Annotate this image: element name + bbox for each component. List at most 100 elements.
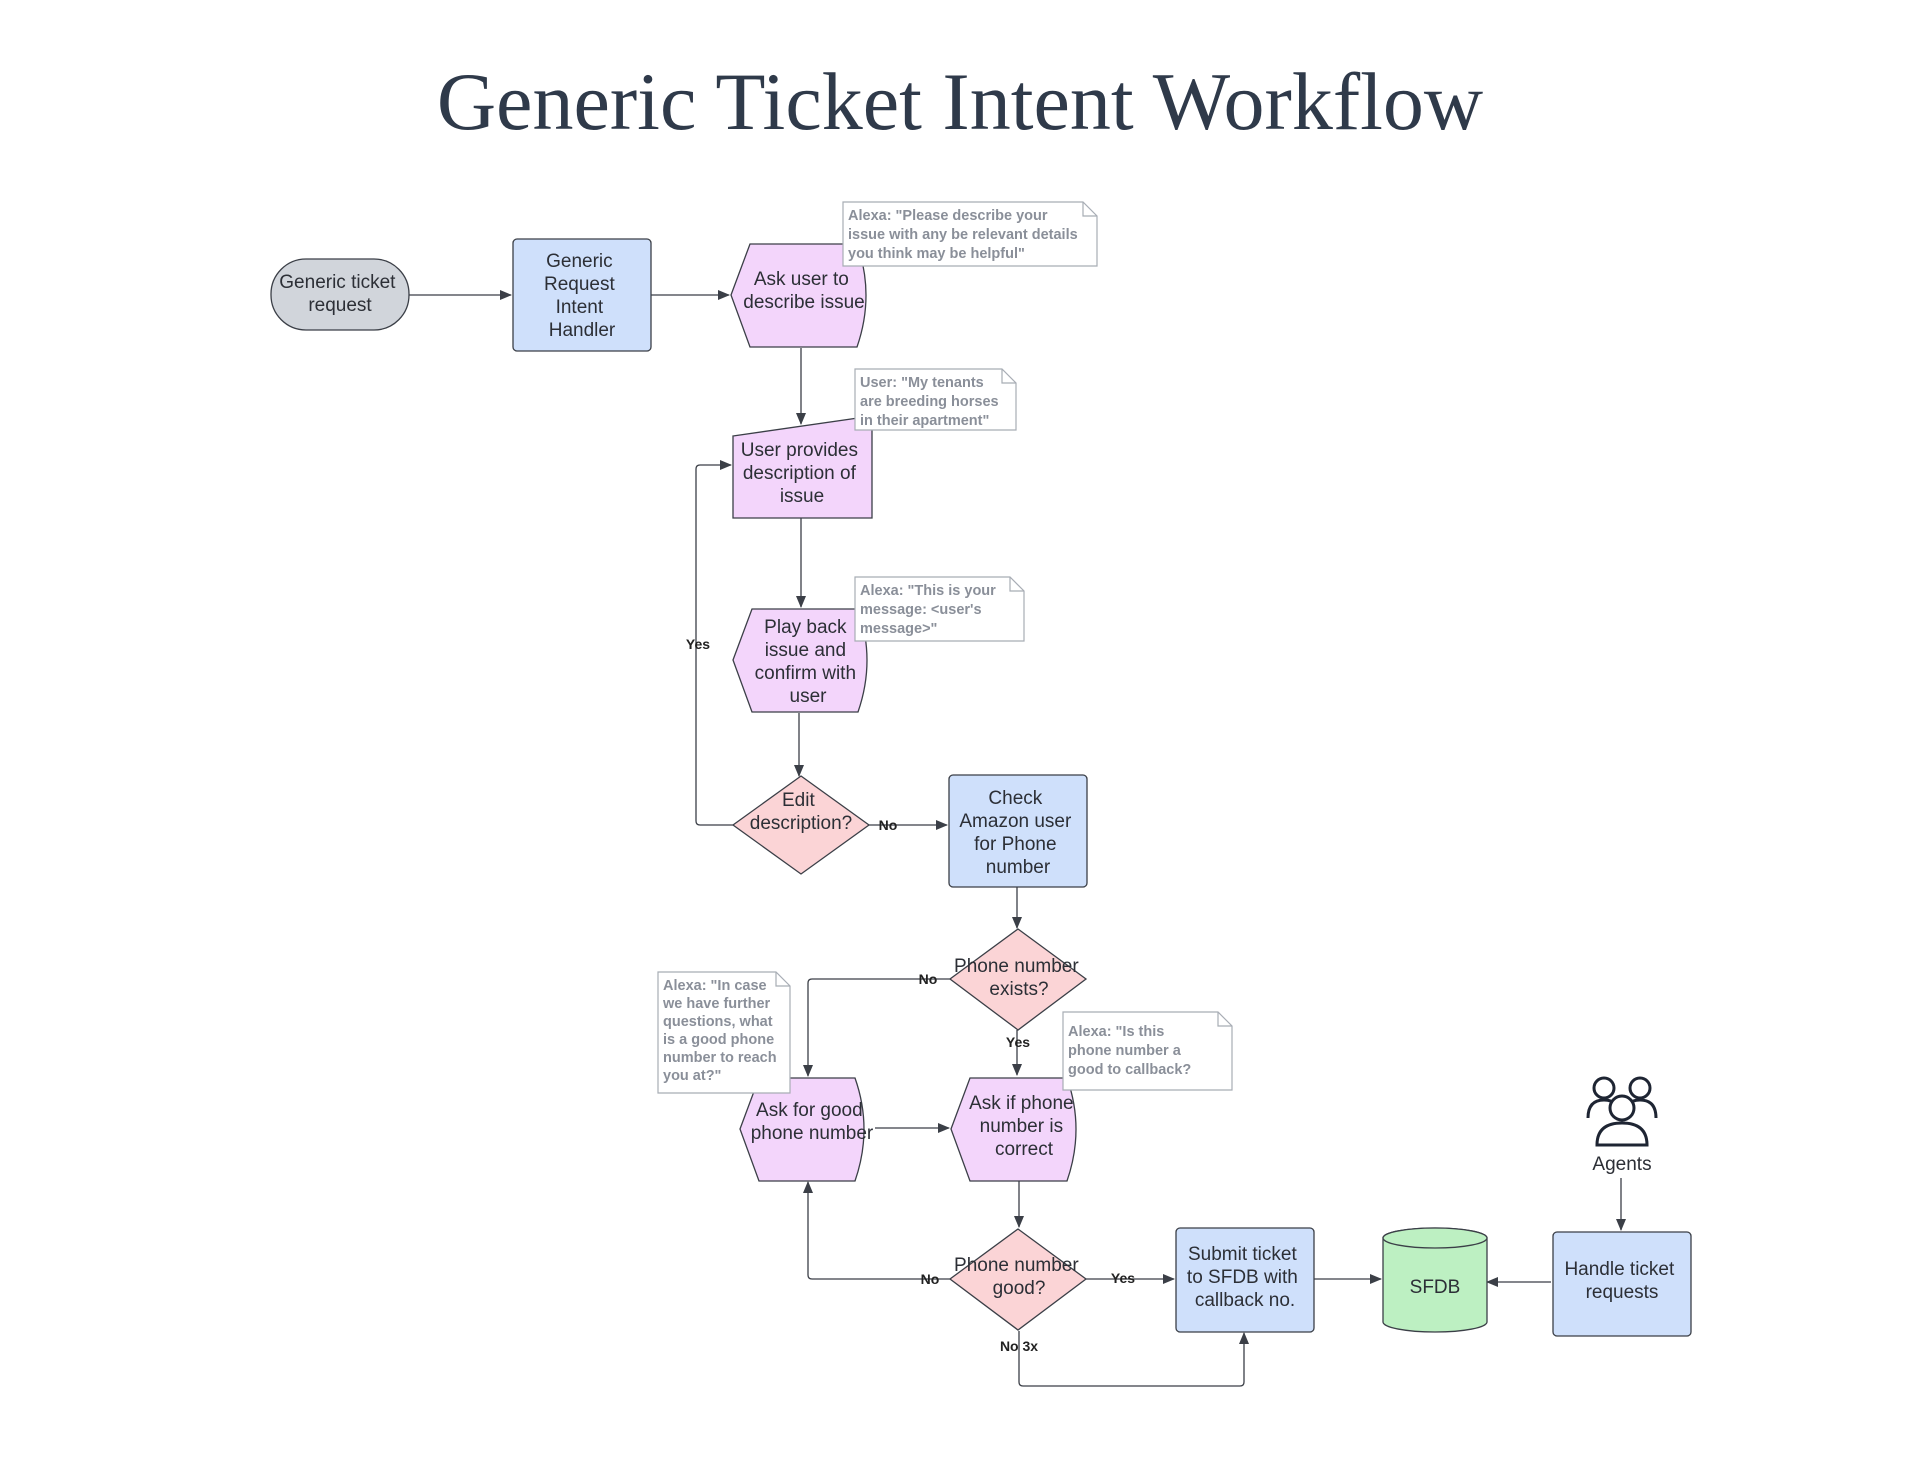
note-confirm-prompt-text: Alexa: "Is this phone number a good to c… <box>1068 1024 1191 1078</box>
user-provides-input <box>732 415 873 519</box>
handle-requests-line: requests <box>1586 1282 1659 1303</box>
play-back-line: confirm with <box>755 663 856 684</box>
edge-labels: Yes No No Yes No Yes No 3x <box>686 636 1135 1354</box>
edge-good-no-to-ask-good <box>803 1181 950 1280</box>
check-amazon-line: number <box>986 857 1051 878</box>
generic-ticket-request-terminal <box>270 258 410 331</box>
check-amazon-line: for Phone <box>974 834 1056 855</box>
ask-good-phone-label: Ask for good phone number <box>751 1100 874 1144</box>
submit-ticket-box <box>1175 1227 1315 1333</box>
phone-good-decision <box>948 1228 1088 1331</box>
note-playback-prompt <box>854 576 1025 642</box>
note-line: you think may be helpful" <box>848 246 1025 262</box>
ask-if-correct-line: correct <box>995 1139 1054 1160</box>
note-line: good to callback? <box>1068 1062 1191 1078</box>
note-line: are breeding horses <box>860 394 999 410</box>
play-back-line: user <box>790 686 828 707</box>
edge-exists-no-to-ask-good <box>803 978 950 1077</box>
submit-ticket-label: Submit ticket to SFDB with callback no. <box>1187 1244 1303 1311</box>
note-line: Alexa: "In case <box>663 978 767 994</box>
play-back-line: Play back <box>764 617 847 638</box>
note-line: Alexa: "This is your <box>860 583 996 599</box>
note-line: phone number a <box>1068 1043 1182 1059</box>
ask-if-correct-line: Ask if phone <box>969 1093 1074 1114</box>
ask-describe-label: Ask user to describe issue <box>743 269 864 313</box>
agents-icon <box>1586 1076 1658 1147</box>
edge-good-no3x-to-submit <box>1018 1331 1249 1387</box>
submit-ticket-line: callback no. <box>1195 1290 1295 1311</box>
generic-request-handler-box <box>512 238 652 352</box>
note-user-example <box>854 368 1017 431</box>
note-line: message>" <box>860 621 937 637</box>
note-user-example-text: User: "My tenants are breeding horses in… <box>860 375 1003 429</box>
ask-good-phone-line: Ask for good <box>756 1100 863 1121</box>
note-line: is a good phone <box>663 1032 774 1048</box>
note-line: questions, what <box>663 1014 773 1030</box>
note-line: message: <user's <box>860 602 982 618</box>
edge-label-yes-loop: Yes <box>686 636 710 652</box>
handle-requests-line: Handle ticket <box>1564 1259 1675 1280</box>
phone-good-line: Phone number <box>954 1255 1079 1276</box>
note-line: Alexa: "Is this <box>1068 1024 1164 1040</box>
generic-request-handler-line: Generic <box>546 251 613 272</box>
generic-request-handler-line: Handler <box>549 320 616 341</box>
play-back-line: issue and <box>765 640 846 661</box>
note-phone-prompt <box>657 971 791 1094</box>
note-line: you at?" <box>663 1068 721 1084</box>
edit-description-label: Edit description? <box>750 790 852 834</box>
check-amazon-box <box>948 774 1088 888</box>
phone-exists-line: Phone number <box>954 956 1079 977</box>
check-amazon-line: Check <box>988 788 1042 809</box>
edges <box>409 290 1626 1387</box>
note-playback-prompt-text: Alexa: "This is your message: <user's me… <box>860 583 1000 637</box>
sfdb-line: SFDB <box>1410 1277 1461 1298</box>
phone-exists-label: Phone number exists? <box>954 956 1084 1000</box>
submit-ticket-line: Submit ticket <box>1188 1244 1297 1265</box>
phone-exists-line: exists? <box>989 979 1048 1000</box>
edit-description-line: Edit <box>782 790 815 811</box>
edge-edit-yes-loop <box>695 460 733 826</box>
sfdb-label: SFDB <box>1410 1277 1461 1298</box>
generic-request-handler-line: Request <box>544 274 615 295</box>
note-describe-prompt-text: Alexa: "Please describe your issue with … <box>848 208 1082 262</box>
edge-label-no-exists: No <box>919 971 938 987</box>
play-back-label: Play back issue and confirm with user <box>755 617 862 707</box>
check-amazon-label: Check Amazon user for Phone number <box>959 788 1076 878</box>
generic-ticket-request-line: Generic ticket <box>279 272 396 293</box>
ask-describe-line: Ask user to <box>754 269 849 290</box>
ask-good-phone-display <box>739 1077 865 1182</box>
edit-description-decision <box>731 775 871 875</box>
user-provides-label: User provides description of issue <box>741 440 864 507</box>
ask-if-correct-line: number is <box>980 1116 1063 1137</box>
note-line: number to reach <box>663 1050 777 1066</box>
note-line: User: "My tenants <box>860 375 984 391</box>
note-line: issue with any be relevant details <box>848 227 1078 243</box>
edge-label-no-good: No <box>921 1271 940 1287</box>
note-confirm-prompt <box>1062 1011 1233 1091</box>
handle-requests-box <box>1552 1231 1692 1337</box>
edge-label-yes-good: Yes <box>1111 1270 1135 1286</box>
note-describe-prompt <box>842 201 1098 267</box>
ask-if-correct-label: Ask if phone number is correct <box>969 1093 1079 1160</box>
edge-label-yes-exists: Yes <box>1006 1034 1030 1050</box>
user-provides-line: issue <box>780 486 824 507</box>
user-provides-line: User provides <box>741 440 858 461</box>
edge-label-no-3x: No 3x <box>1000 1338 1038 1354</box>
sfdb-database-top <box>1382 1227 1488 1249</box>
diagram-title: Generic Ticket Intent Workflow <box>436 56 1484 147</box>
phone-good-label: Phone number good? <box>954 1255 1084 1299</box>
generic-ticket-request-label: Generic ticket request <box>279 272 400 316</box>
generic-request-handler-line: Intent <box>556 297 604 318</box>
note-line: in their apartment" <box>860 413 989 429</box>
submit-ticket-line: to SFDB with <box>1187 1267 1298 1288</box>
ask-describe-line: describe issue <box>743 292 864 313</box>
ask-good-phone-line: phone number <box>751 1123 874 1144</box>
generic-ticket-request-line: request <box>308 295 372 316</box>
note-phone-prompt-text: Alexa: "In case we have further question… <box>662 978 781 1084</box>
handle-requests-label: Handle ticket requests <box>1564 1259 1679 1303</box>
phone-good-line: good? <box>993 1278 1046 1299</box>
check-amazon-line: Amazon user <box>959 811 1072 832</box>
generic-request-handler-label: Generic Request Intent Handler <box>544 251 620 341</box>
edge-label-no-edit: No <box>879 817 898 833</box>
